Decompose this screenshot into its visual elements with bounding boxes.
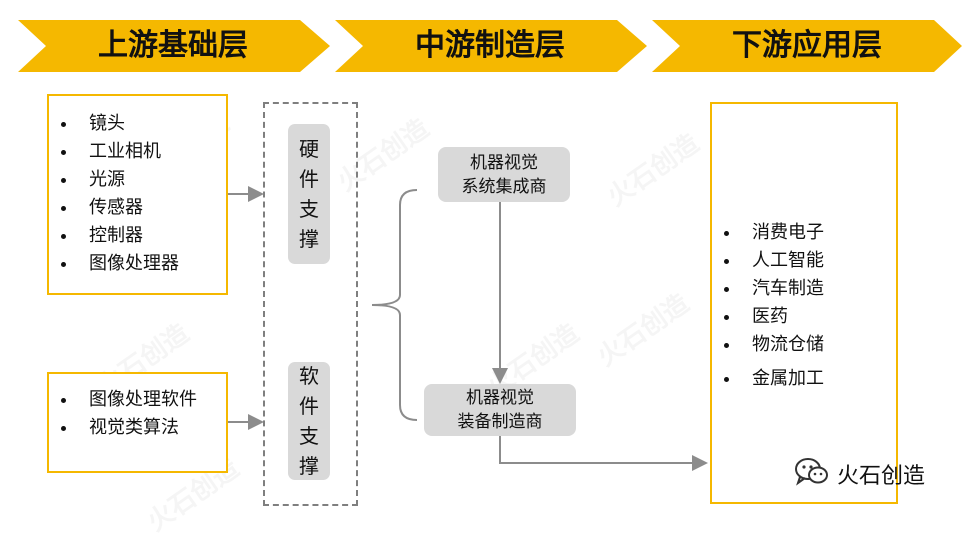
list-item: 传感器 xyxy=(49,194,226,222)
list-item: 人工智能 xyxy=(712,247,896,275)
brand-logo: 火石创造 xyxy=(795,456,925,492)
chevron-downstream xyxy=(652,20,962,72)
stage-midstream-label: 中游制造层 xyxy=(415,28,565,63)
upstream-software-box: 图像处理软件 视觉类算法 xyxy=(47,372,228,473)
list-item: 物流仓储 xyxy=(712,331,896,359)
list-item: 金属加工 xyxy=(712,365,896,393)
upstream-hardware-box: 镜头 工业相机 光源 传感器 控制器 图像处理器 xyxy=(47,94,228,295)
list-item: 图像处理软件 xyxy=(49,386,226,414)
hardware-support-char: 件 xyxy=(299,167,319,191)
equipment-line-2: 装备制造商 xyxy=(457,412,543,432)
list-item: 图像处理器 xyxy=(49,250,226,278)
arrow-equipment-to-downstream xyxy=(499,436,708,471)
list-item: 镜头 xyxy=(49,110,226,138)
integrator-line-2: 系统集成商 xyxy=(461,176,547,197)
list-item: 工业相机 xyxy=(49,138,226,166)
brace-support-to-midstream xyxy=(371,189,418,421)
stage-chevrons xyxy=(18,20,962,72)
support-dashed-container xyxy=(263,102,358,506)
brand-logo-text: 火石创造 xyxy=(837,464,926,489)
stage-upstream-label: 上游基础层 xyxy=(98,28,248,63)
chevron-upstream xyxy=(18,20,330,72)
wechat-icon xyxy=(795,457,829,491)
chevron-midstream xyxy=(335,20,647,72)
downstream-box: 消费电子 人工智能 汽车制造 医药 物流仓储 金属加工 xyxy=(710,102,898,504)
software-support-char: 件 xyxy=(299,394,319,418)
list-item: 消费电子 xyxy=(712,219,896,247)
hardware-support-pill: 硬 件 支 撑 xyxy=(288,124,330,264)
list-item: 汽车制造 xyxy=(712,275,896,303)
hardware-support-char: 撑 xyxy=(299,227,319,251)
list-item: 光源 xyxy=(49,166,226,194)
list-item: 视觉类算法 xyxy=(49,414,226,442)
list-item: 医药 xyxy=(712,303,896,331)
integrator-node: 机器视觉 系统集成商 xyxy=(438,147,570,202)
software-support-char: 软 xyxy=(299,364,319,388)
equipment-maker-node: 机器视觉 装备制造商 xyxy=(424,384,576,436)
software-support-char: 撑 xyxy=(299,454,319,478)
equipment-line-1: 机器视觉 xyxy=(466,388,534,408)
hardware-support-char: 支 xyxy=(299,197,319,221)
integrator-line-1: 机器视觉 xyxy=(470,152,538,173)
software-support-pill: 软 件 支 撑 xyxy=(288,362,330,480)
hardware-support-char: 硬 xyxy=(299,137,319,161)
software-support-char: 支 xyxy=(299,424,319,448)
stage-downstream-label: 下游应用层 xyxy=(732,28,882,63)
connector-lines xyxy=(226,186,708,471)
list-item: 控制器 xyxy=(49,222,226,250)
